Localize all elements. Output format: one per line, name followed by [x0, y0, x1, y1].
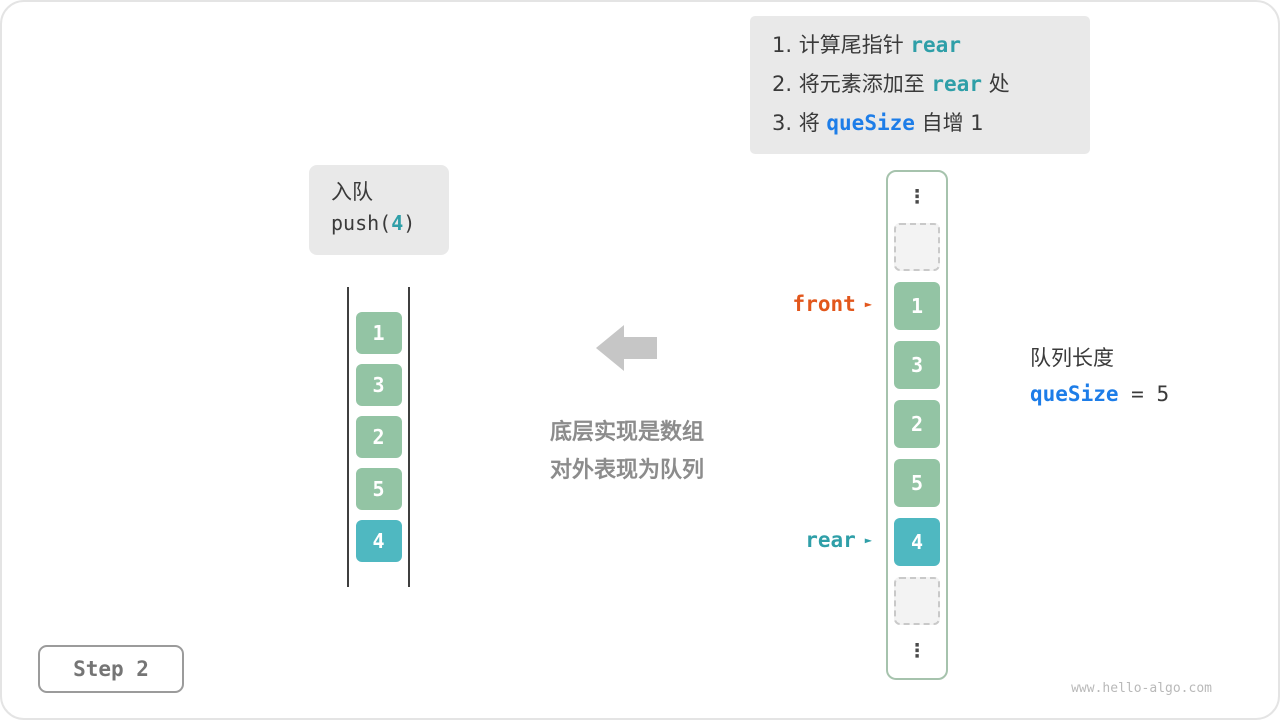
watermark: www.hello-algo.com: [1071, 681, 1212, 696]
array-cell: 4: [894, 518, 940, 566]
queue-item: 3: [355, 364, 402, 406]
code-token: rear: [910, 33, 961, 57]
instruction-line: 2. 将元素添加至 rear 处: [772, 65, 1090, 104]
queue-item: 4: [355, 520, 402, 562]
instruction-line: 3. 将 queSize 自增 1: [772, 104, 1090, 143]
step-label: Step 2: [73, 657, 149, 681]
operation-code-arg: 4: [391, 211, 404, 235]
operation-title: 入队: [331, 180, 373, 204]
code-token: rear: [931, 72, 982, 96]
abstract-queue: 1 3 2 5 4: [347, 287, 410, 587]
quesize-token: queSize: [1030, 382, 1119, 406]
array-cell: 2: [894, 400, 940, 448]
array-cell: 1: [894, 282, 940, 330]
queue-length-info: 队列长度 queSize = 5: [1030, 343, 1169, 406]
operation-code-pre: push(: [331, 211, 392, 235]
queue-length-label: 队列长度: [1030, 346, 1114, 370]
caption-line-2: 对外表现为队列: [549, 458, 704, 483]
array-cell: 5: [894, 459, 940, 507]
rear-pointer-label: rear ►: [805, 528, 872, 552]
caption-line-1: 底层实现是数组: [549, 420, 704, 445]
operation-code-post: ): [403, 211, 416, 235]
instruction-text: 1. 计算尾指针: [772, 33, 911, 57]
rear-label-text: rear: [805, 528, 856, 552]
front-label-text: front: [792, 292, 856, 316]
instruction-text: 处: [981, 72, 1010, 96]
arrow-head: [596, 325, 624, 371]
empty-slot: [894, 577, 940, 625]
instruction-line: 1. 计算尾指针 rear: [772, 26, 1090, 65]
center-caption: 底层实现是数组 对外表现为队列: [497, 414, 757, 490]
queue-item: 1: [355, 312, 402, 354]
operation-code: push(4): [331, 211, 449, 235]
pointer-arrow-icon: ►: [864, 297, 872, 311]
queue-item: 5: [355, 468, 402, 510]
queue-item: 2: [355, 416, 402, 458]
instruction-text: 3. 将: [772, 111, 827, 135]
array-column: ⋮ 1 3 2 5 4 ⋮: [886, 170, 948, 680]
left-arrow-icon: [596, 325, 658, 371]
ellipsis-icon: ⋮: [907, 640, 927, 662]
quesize-line: queSize = 5: [1030, 382, 1169, 406]
pointer-arrow-icon: ►: [864, 533, 872, 547]
arrow-shaft: [624, 337, 657, 359]
ellipsis-icon: ⋮: [907, 186, 927, 208]
code-token: queSize: [826, 111, 915, 135]
empty-slot: [894, 223, 940, 271]
operation-box: 入队 push(4): [309, 165, 449, 255]
front-pointer-label: front ►: [793, 292, 872, 316]
array-cell: 3: [894, 341, 940, 389]
step-badge: Step 2: [38, 645, 184, 693]
instruction-text: 2. 将元素添加至: [772, 72, 932, 96]
quesize-value: = 5: [1118, 382, 1170, 406]
instruction-text: 自增 1: [914, 111, 984, 135]
